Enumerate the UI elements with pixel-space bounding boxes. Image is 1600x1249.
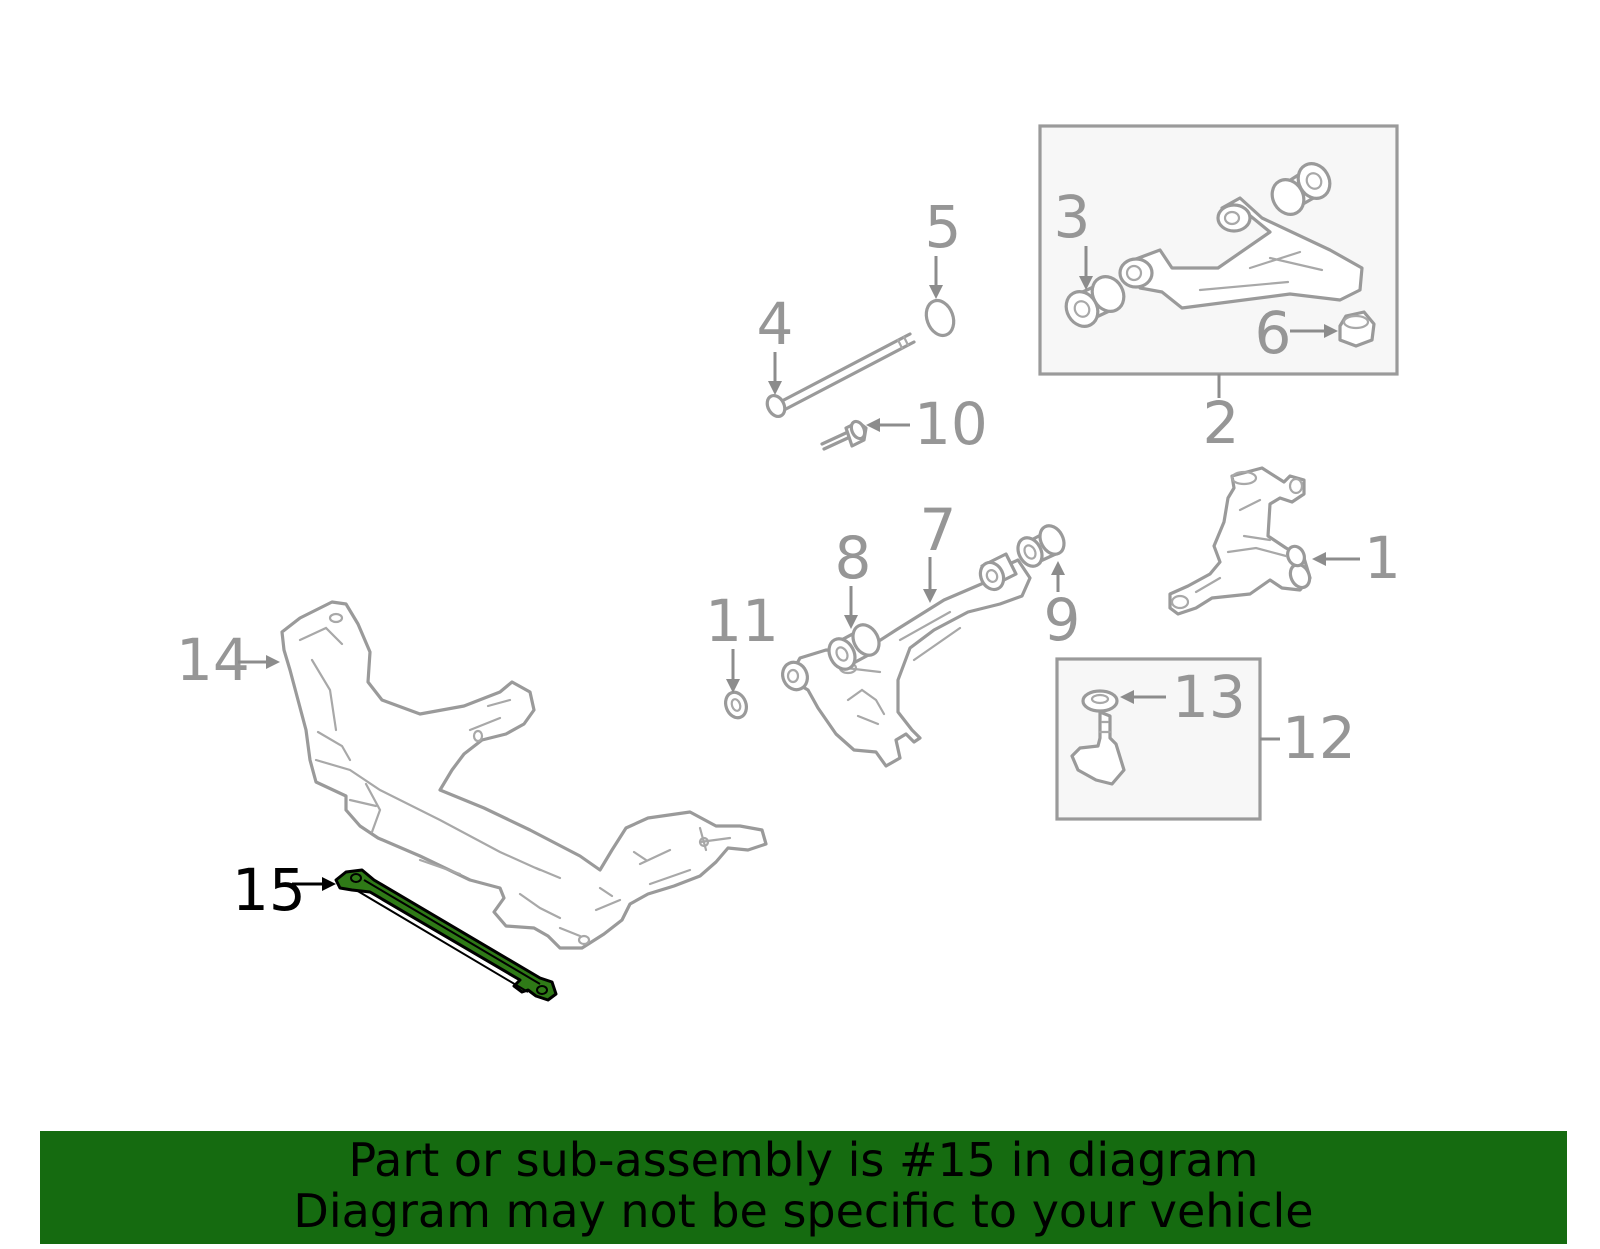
callout-7: 7 [920, 496, 957, 564]
banner-line-2: Diagram may not be specific to your vehi… [293, 1184, 1314, 1238]
arrowhead-1 [1312, 552, 1326, 566]
arrowhead-13 [1120, 690, 1134, 704]
part-6-bushing [1338, 310, 1376, 348]
part-7-lower-arm [781, 552, 1032, 768]
part-14-crossmember [280, 600, 768, 950]
callout-12: 12 [1282, 704, 1356, 772]
arrowhead-9 [1051, 561, 1065, 575]
bushing-upper [1270, 162, 1332, 216]
part-1-knuckle [1168, 466, 1312, 616]
part-4-bolt [765, 332, 916, 419]
part-8-bushing [827, 623, 881, 671]
callout-9: 9 [1044, 586, 1081, 654]
arrowhead-14 [266, 655, 280, 669]
part-11-nut [724, 690, 748, 720]
callout-8: 8 [835, 524, 872, 592]
callout-14: 14 [176, 626, 250, 694]
arrowhead-7 [923, 589, 937, 603]
part-10-bolt [820, 419, 868, 451]
callout-3: 3 [1054, 183, 1091, 251]
part-5-washer [924, 298, 956, 338]
callout-5: 5 [925, 193, 962, 261]
arrowhead-4 [768, 381, 782, 395]
arrowhead-5 [929, 285, 943, 299]
callout-10: 10 [914, 390, 988, 458]
part-13-ball-joint [1070, 689, 1126, 786]
callout-2: 2 [1203, 389, 1240, 457]
banner-line-1: Part or sub-assembly is #15 in diagram [348, 1133, 1259, 1187]
info-banner: Part or sub-assembly is #15 in diagram D… [40, 1131, 1567, 1244]
arrowhead-8 [844, 615, 858, 629]
arrowhead-11 [726, 679, 740, 693]
callout-6: 6 [1255, 299, 1292, 367]
group-box-upper-arm [1038, 124, 1399, 376]
part-15-brace-highlighted [334, 868, 558, 1002]
callout-11: 11 [705, 587, 779, 655]
callout-13: 13 [1172, 663, 1246, 731]
part-9-bushing [1016, 524, 1066, 568]
arrowhead-10 [866, 418, 880, 432]
upper-control-arm [1118, 196, 1364, 310]
part-3-bushing [1064, 275, 1126, 328]
arrowhead-6 [1324, 324, 1338, 338]
arrowhead-3 [1079, 276, 1093, 290]
callout-15: 15 [232, 856, 306, 924]
callout-4: 4 [757, 290, 794, 358]
callout-1: 1 [1364, 524, 1401, 592]
arrowhead-15 [322, 877, 336, 891]
